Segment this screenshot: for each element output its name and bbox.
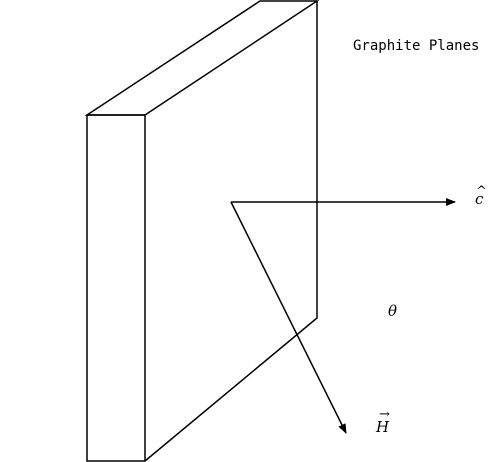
vector-accent: → [379,407,390,422]
hat-accent: ^ [476,184,487,199]
angle-theta-label: θ [388,302,397,320]
c-axis-label: c ^ [475,184,487,208]
slab-top-face [84,0,320,116]
c-axis-symbol: c [475,190,484,208]
field-label: H → [375,407,390,436]
field-symbol: H [375,418,390,436]
field-vector-arrow [230,201,347,434]
graphite-slab [84,0,320,462]
slab-side-face [144,1,318,462]
slab-front-face [86,114,146,462]
graphite-planes-label: Graphite Planes [353,38,479,54]
